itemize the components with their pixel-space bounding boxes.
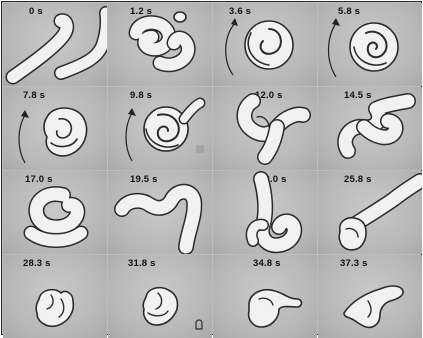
- worm-shape: [318, 171, 422, 254]
- frame-panel: 25.8 s: [318, 171, 422, 254]
- frame-panel: 7.8 s: [3, 87, 107, 170]
- frame-panel: 17.0 s: [3, 171, 107, 254]
- worm-shape: [108, 87, 212, 170]
- frame-panel: 31.8 s: [108, 255, 212, 338]
- worm-shape: [3, 255, 107, 338]
- worm-shape: [318, 87, 422, 170]
- worm-shape: [213, 87, 317, 170]
- worm-shape: [213, 255, 317, 338]
- worm-shape: [3, 3, 107, 86]
- frame-panel: 19.5 s: [108, 171, 212, 254]
- frame-panel: 28.3 s: [3, 255, 107, 338]
- worm-shape: [108, 3, 212, 86]
- frame-panel: 23.0 s: [213, 171, 317, 254]
- worm-shape: [108, 171, 212, 254]
- worm-shape: [108, 255, 212, 338]
- frame-panel: 3.6 s: [213, 3, 317, 86]
- frame-panel: 9.8 s: [108, 87, 212, 170]
- frame-panel: 0 s: [3, 3, 107, 86]
- worm-shape: [213, 171, 317, 254]
- frame-panel: 1.2 s: [108, 3, 212, 86]
- worm-shape: [213, 3, 317, 86]
- frame-panel: 5.8 s: [318, 3, 422, 86]
- worm-shape: [3, 171, 107, 254]
- frame-panel: 34.8 s: [213, 255, 317, 338]
- frame-panel: 37.3 s: [318, 255, 422, 338]
- frame-panel: 14.5 s: [318, 87, 422, 170]
- worm-shape: [3, 87, 107, 170]
- worm-shape: [318, 3, 422, 86]
- worm-shape: [318, 255, 422, 338]
- frame-panel: 12.0 s: [213, 87, 317, 170]
